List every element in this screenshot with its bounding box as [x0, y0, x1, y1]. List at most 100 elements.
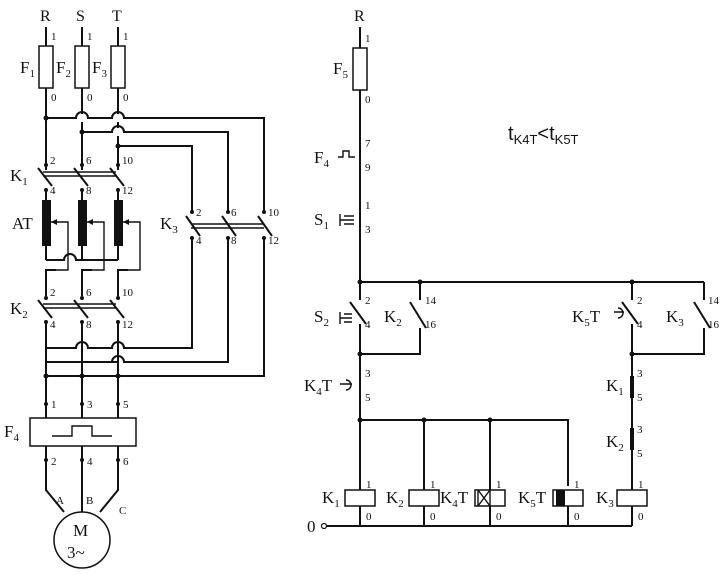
f4-contact-term-7: 7 [365, 138, 371, 150]
k3-hold-term-14: 14 [708, 295, 720, 307]
f4-term-1: 1 [51, 399, 57, 411]
k2-hold-label: K2 [384, 307, 402, 329]
motor-label-m: M [73, 521, 88, 540]
k4t-term-5: 5 [365, 392, 371, 404]
k4t-contact-label: K4T [304, 376, 333, 398]
junction [43, 115, 49, 121]
coil-k1-label: K1 [322, 488, 340, 510]
motor-m: M 3~ [53, 511, 111, 569]
coil-k4t-label: K4T [440, 488, 469, 510]
neutral-terminal [320, 522, 328, 530]
coil-k2-box [408, 489, 440, 507]
f4-contact-symbol [338, 150, 355, 158]
junction [115, 143, 121, 149]
k2-term-8: 8 [86, 319, 92, 331]
at-tap-s [87, 221, 105, 271]
at-tap-t [123, 221, 141, 271]
fuse-f5 [352, 47, 368, 91]
stop-button-s1[interactable]: 1 3 S1 [314, 200, 371, 236]
terminal [80, 163, 84, 167]
k1-term-4: 4 [50, 185, 56, 197]
k3-mechanical-link [191, 223, 264, 229]
k2-term-2: 2 [50, 287, 56, 299]
k2-term-10: 10 [122, 287, 134, 299]
fuse-f1-label: F1 [20, 58, 35, 80]
terminal [116, 402, 120, 406]
bus-k3-out-t [46, 238, 193, 349]
f4-term-4: 4 [87, 456, 93, 468]
timer-contact-k4t: 3 5 K4T [304, 354, 371, 404]
overload-relay-f4: 1 3 5 2 4 6 F4 [4, 399, 137, 468]
terminal [190, 210, 194, 214]
k1-term-12: 12 [122, 185, 133, 197]
k2-interlock-contact: 3 5 K2 [606, 424, 643, 460]
fuse-f3-label: F3 [92, 58, 107, 80]
bus-k3-feed-r [46, 111, 265, 212]
phase-t-label: T [112, 8, 122, 25]
coil-k2-label: K2 [386, 488, 404, 510]
k3-term-12: 12 [268, 235, 279, 247]
motor-lead-c: C [119, 505, 126, 517]
timer-contact-k5t: 2 4 K5T [572, 282, 643, 331]
at-winding-s [78, 200, 87, 246]
wire-s2-k2-parallel [359, 324, 421, 355]
at-star-legs [45, 246, 119, 260]
neutral-label: 0 [307, 517, 316, 536]
coil-k5t-delay-symbol [556, 490, 565, 506]
coil-k3-term-1: 1 [638, 479, 644, 491]
k1-mechanical-link [43, 171, 116, 177]
k2-hold-contact: 14 16 K2 [384, 282, 437, 331]
coil-k1: 1 0 K1 [322, 479, 376, 526]
f4-term-5: 5 [123, 399, 129, 411]
s1-term-3: 3 [365, 224, 371, 236]
coil-k5t-label: K5T [518, 488, 547, 510]
k3-hold-label: K3 [666, 307, 684, 329]
motor-leads [45, 446, 119, 513]
k3-hold-term-16: 16 [708, 319, 720, 331]
coil-k2-term-1: 1 [430, 479, 436, 491]
coil-k3: 1 0 K3 [596, 479, 648, 526]
f5-bottom-term: 0 [365, 94, 371, 106]
k2-interlock-term-5: 5 [637, 448, 643, 460]
fuse-f2 [74, 45, 90, 89]
fuse-f3-bottom-term: 0 [123, 92, 129, 104]
k5t-contact-label: K5T [572, 307, 601, 329]
k1-interlock-term-5: 5 [637, 392, 643, 404]
s2-term-2: 2 [365, 295, 371, 307]
coil-k5t: 1 0 K5T [518, 479, 584, 526]
junction [487, 417, 493, 423]
phase-r-label: R [40, 8, 51, 25]
fuse-f2-bottom-term: 0 [87, 92, 93, 104]
k2-term-6: 6 [86, 287, 92, 299]
overload-contact-f4: 7 9 F4 [314, 138, 371, 174]
k4t-timer-symbol [340, 379, 352, 391]
k1-term-8: 8 [86, 185, 92, 197]
junction [421, 417, 427, 423]
k1-contact-r [37, 167, 53, 187]
k3-term-2: 2 [196, 207, 202, 219]
motor-lead-a: A [56, 495, 64, 507]
terminal [226, 210, 230, 214]
k2-term-12: 12 [122, 319, 133, 331]
terminal [80, 402, 84, 406]
motor-lead-b: B [86, 495, 93, 507]
at-tap-arrow [87, 219, 93, 225]
f4-label: F4 [4, 422, 19, 444]
at-winding-t [114, 200, 123, 246]
start-button-s2[interactable]: 2 4 S2 [314, 282, 371, 331]
fuse-f1 [38, 45, 54, 89]
k2-label: K2 [10, 299, 28, 321]
junction [79, 129, 85, 135]
fuse-f1-top-term: 1 [51, 31, 57, 43]
contactor-k1: 2 6 10 4 8 12 K1 [10, 155, 134, 197]
at-tap-r [51, 221, 69, 271]
wire-k5t-k3-parallel [631, 324, 705, 355]
f4-term-6: 6 [123, 456, 129, 468]
coil-k4t: 1 0 K4T [440, 479, 506, 526]
k2-interlock-label: K2 [606, 432, 624, 454]
k1-contact-s [73, 167, 89, 187]
s2-label: S2 [314, 307, 329, 329]
coil-k3-box [616, 489, 648, 507]
phase-s-label: S [76, 8, 85, 25]
